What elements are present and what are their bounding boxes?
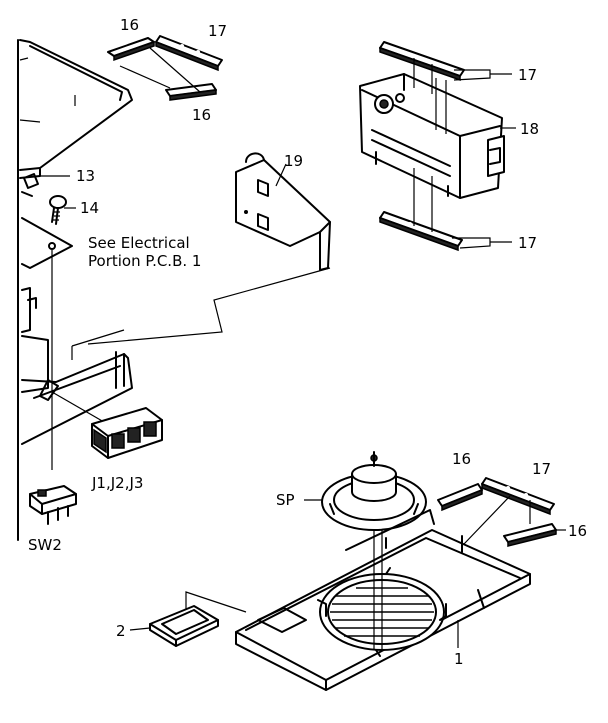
leader-19	[275, 163, 287, 187]
leader-box-bottom	[413, 168, 433, 232]
strip-16-bottom-b	[503, 523, 557, 547]
leader-jacks	[51, 391, 105, 423]
callout-13: 13	[76, 167, 95, 185]
strip-17-box-bottom	[379, 211, 463, 252]
callout-16-bottom-a: 16	[452, 450, 471, 468]
strip-16-top	[107, 37, 155, 62]
callout-17-bottom: 17	[532, 460, 551, 478]
note-pcb-1: Portion P.C.B. 1	[88, 252, 201, 270]
callout-14: 14	[80, 199, 99, 217]
callout-16-lower: 16	[192, 106, 211, 124]
leader-bracket-pcb	[87, 267, 331, 345]
strip-17-top	[155, 35, 223, 72]
pcb-1	[21, 217, 133, 445]
switch-sw2	[29, 485, 77, 525]
bracket-19	[235, 152, 331, 271]
part-2-cover	[149, 605, 219, 647]
callout-1: 1	[454, 650, 464, 668]
strip-16-bottom-a	[437, 483, 483, 512]
upper-cabinet-panel	[17, 39, 133, 541]
jack-block-j1-j3	[91, 407, 163, 459]
leader-strips-bottom	[463, 495, 531, 545]
callout-16-top: 16	[120, 16, 139, 34]
callout-jacks: J1,J2,J3	[91, 474, 143, 492]
callout-17-box-top: 17	[518, 66, 537, 84]
strip-16-lower	[165, 83, 217, 101]
speaker-enclosure-18	[359, 73, 505, 199]
strip-17-bottom	[481, 477, 555, 516]
leader-strip	[149, 47, 201, 93]
leader-strip-2	[119, 65, 171, 89]
screw-13	[21, 173, 39, 197]
callout-18: 18	[520, 120, 539, 138]
leader-box-top	[413, 58, 433, 94]
callout-17-box-bottom: 17	[518, 234, 537, 252]
callout-17-top: 17	[208, 22, 227, 40]
leader-sp-grille	[373, 530, 383, 650]
callout-2: 2	[116, 622, 126, 640]
note-see-electrical: See Electrical	[88, 234, 190, 252]
leader-2	[129, 627, 151, 631]
leader-part2-cabinet	[185, 591, 247, 613]
speaker-sp	[321, 451, 427, 531]
screw-14	[49, 195, 67, 225]
callout-19: 19	[284, 152, 303, 170]
callout-sp: SP	[276, 491, 295, 509]
callout-sw2: SW2	[28, 536, 62, 554]
callout-16-bottom-b: 16	[568, 522, 587, 540]
strip-17-box-top	[379, 41, 465, 82]
